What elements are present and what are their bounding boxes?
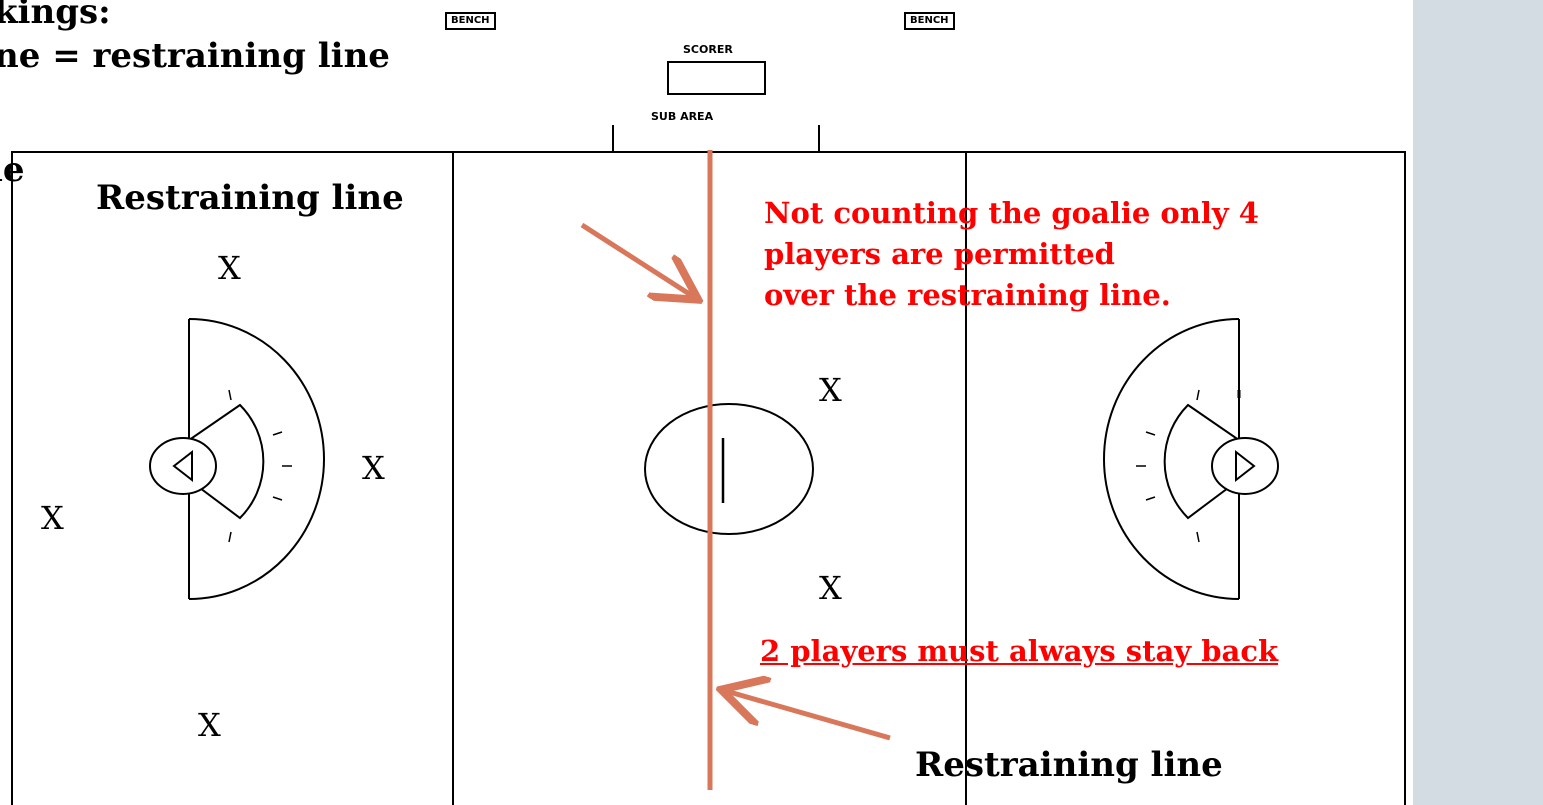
- scorer-table: [667, 61, 766, 95]
- restraining-arrow-top: [580, 222, 694, 297]
- center-circle: [644, 403, 814, 535]
- left-hash-5: [228, 531, 232, 543]
- left-hash-4: [228, 389, 232, 401]
- note-line-1: Not counting the goalie only 4: [764, 196, 1259, 230]
- left-goal-triangle: [172, 449, 193, 483]
- note-line-3: over the restraining line.: [764, 278, 1171, 312]
- note-line-2: players are permitted: [764, 237, 1115, 271]
- right-hash-5: [1196, 531, 1200, 543]
- intro-heading-line3: le: [0, 150, 25, 190]
- right-inner-arc: [1163, 403, 1237, 520]
- right-goal-crease: [1211, 437, 1279, 495]
- intro-heading-line1: kings:: [0, 0, 111, 32]
- right-fan-arc: [1103, 318, 1240, 600]
- player-marker: X: [362, 449, 385, 487]
- right-hash-3: [1145, 496, 1156, 501]
- left-fan-arc: [188, 318, 325, 600]
- player-marker: X: [218, 249, 241, 287]
- player-marker: X: [41, 499, 64, 537]
- left-hash-3: [272, 496, 283, 501]
- restraining-line-label-bottom: Restraining line: [915, 745, 1223, 785]
- bench-label-left: BENCH: [445, 12, 496, 30]
- right-goal-triangle: [1235, 449, 1256, 483]
- stay-back-note: 2 players must always stay back: [760, 634, 1279, 668]
- restraining-arrow-bottom: [726, 691, 891, 741]
- player-marker: X: [198, 706, 221, 744]
- left-hash-2: [272, 431, 283, 436]
- player-marker: X: [819, 569, 842, 607]
- intro-heading-line2: ne = restraining line: [0, 36, 390, 76]
- right-hash-4: [1196, 389, 1200, 401]
- sub-area-label: SUB AREA: [651, 110, 714, 123]
- right-hash-2: [1145, 431, 1156, 436]
- left-goal-area: [149, 318, 325, 600]
- side-strip: [1413, 0, 1543, 805]
- right-goal-area: [1103, 318, 1279, 600]
- bench-label-right: BENCH: [904, 12, 955, 30]
- scorer-label: SCORER: [683, 43, 733, 56]
- left-inner-arc: [191, 403, 265, 520]
- player-marker: X: [819, 371, 842, 409]
- restraining-line-label-top: Restraining line: [96, 178, 404, 218]
- left-goal-crease: [149, 437, 217, 495]
